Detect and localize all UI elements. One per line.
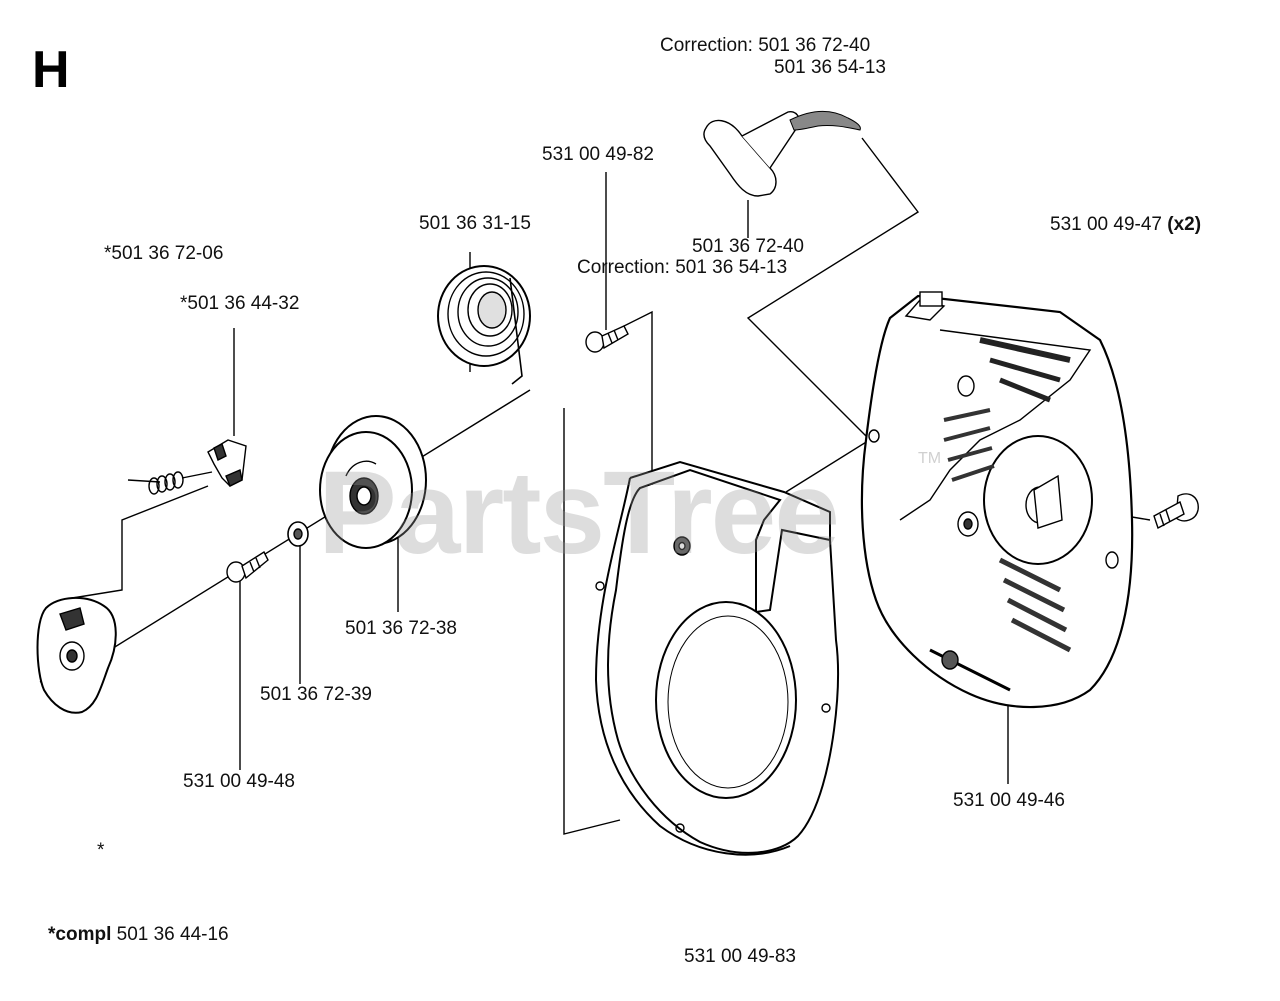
starter-housing [860,291,1134,709]
watermark-trademark: TM [918,450,942,467]
recoil-spring [437,265,531,385]
fan-cover [594,460,840,856]
housing-screw [1153,493,1199,530]
screw-top [585,325,629,353]
label-recoil-spring: 501 36 31-15 [419,213,531,234]
label-correction-top-1: Correction: 501 36 72-40 [660,35,871,56]
label-housing-screw-part: 531 00 49-47 [1050,214,1162,235]
label-housing-screw-qty: (x2) [1167,214,1202,235]
label-complete-kit-prefix: *compl [48,924,112,945]
label-correction-top-2: 501 36 54-13 [774,57,886,78]
label-pawl-assembly: *501 36 72-06 [104,243,224,264]
label-washer: 501 36 72-39 [260,684,372,705]
starter-hub [36,596,117,714]
label-pulley: 501 36 72-38 [345,618,457,639]
label-housing: 531 00 49-46 [953,790,1065,811]
label-screw-top: 531 00 49-82 [542,144,654,165]
label-asterisk-note: * [97,840,105,861]
label-complete-kit: *compl 501 36 44-16 [48,924,229,946]
starter-pawl [207,439,247,487]
label-correction-mid: Correction: 501 36 54-13 [577,257,788,278]
rope-pulley [319,415,427,549]
starter-handle [703,111,861,197]
label-center-screw: 531 00 49-48 [183,771,295,792]
washer [287,521,309,547]
label-complete-kit-part: 501 36 44-16 [116,924,229,945]
label-fan-cover: 531 00 49-83 [684,946,796,967]
label-handle: 501 36 72-40 [692,236,804,257]
label-housing-screw: 531 00 49-47 (x2) [1050,214,1201,236]
watermark: PartsTree [318,447,840,579]
center-screw [226,550,269,583]
label-pawl: *501 36 44-32 [180,293,300,314]
section-letter: H [32,41,70,99]
pawl-spring [148,471,213,495]
